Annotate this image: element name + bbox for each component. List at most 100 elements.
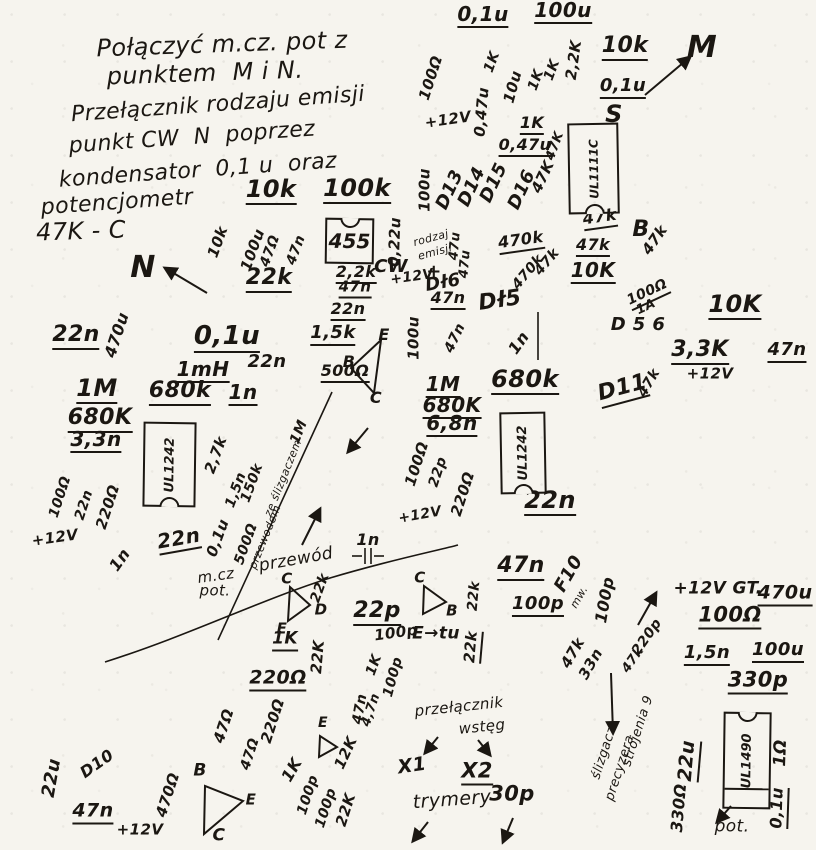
arrow-band-switch: [476, 739, 492, 758]
component-label: 1K: [480, 49, 504, 75]
arrow-trimmer: [500, 817, 515, 845]
component-label: 1n: [356, 530, 380, 549]
component-label: 47n: [430, 290, 466, 310]
component-label: 47n: [338, 279, 372, 299]
ic-label: UL1490: [739, 732, 755, 789]
transistor-pin-label: E: [276, 619, 288, 638]
note-along-wire: przewód: [257, 543, 335, 576]
transistor-pin-label: C: [212, 825, 226, 846]
transistor-pin-label: E: [245, 790, 257, 809]
component-label: CW: [374, 256, 408, 277]
component-label: 100Ω: [698, 604, 762, 630]
component-label: 220Ω: [249, 668, 307, 692]
node-label-m: M: [686, 30, 718, 65]
node-label-n: N: [130, 250, 156, 285]
arrow-trimmer: [411, 821, 429, 844]
component-label: 1K: [272, 630, 298, 652]
note-line: Połączyć m.cz. pot z: [95, 25, 349, 63]
note-trimmers: trymery: [412, 785, 492, 814]
component-label: 1mH: [176, 357, 230, 383]
component-label: 22k: [245, 267, 293, 293]
transistor-pin-label: C: [414, 568, 426, 587]
component-label: 680k: [148, 380, 212, 406]
component-label: 100u: [415, 168, 434, 212]
ic-label: UL1242: [515, 425, 531, 481]
component-label: 1K: [362, 652, 386, 678]
ic-label: UL1111C: [585, 138, 602, 199]
component-label: 0,47u: [470, 86, 493, 138]
component-label: 470Ω: [151, 770, 184, 820]
component-label: 2,7k: [200, 433, 231, 476]
component-label: +12V: [423, 107, 473, 132]
component-label: 470u: [757, 583, 813, 607]
note-along-wire: ze ślizgaczem: [261, 437, 305, 519]
transistor-pin-label: D: [314, 600, 328, 619]
component-label: 47Ω: [209, 706, 238, 746]
component-label: 1K: [540, 57, 564, 83]
transistor-pin-label: B: [446, 601, 458, 620]
arrow-band-switch: [423, 736, 439, 756]
component-label: 1K: [277, 754, 306, 786]
component-label: 0,1u: [599, 77, 647, 99]
component-label: +12V: [116, 820, 164, 839]
component-label: 1n: [504, 327, 534, 358]
component-label: E→tu: [412, 623, 460, 644]
node-label-s: S: [605, 100, 623, 128]
component-label: 1,5n: [683, 644, 731, 666]
ic-notch: [584, 204, 605, 215]
component-label: 500Ω: [320, 363, 370, 383]
component-label: 100Ω: [45, 474, 75, 520]
component-label: 1K: [519, 115, 545, 135]
component-label: 22p: [353, 600, 401, 626]
component-label: 22n: [71, 487, 97, 523]
component-label: B: [632, 217, 650, 242]
transistor-pin-label: E: [378, 325, 390, 344]
component-label: 220Ω: [256, 696, 289, 746]
component-label: 1M: [425, 372, 461, 398]
component-label: +12V GT.: [673, 578, 763, 599]
component-label: 10K: [708, 290, 762, 320]
component-label: 22n: [155, 522, 203, 556]
component-label: 1n: [105, 544, 135, 575]
component-label: 470k: [497, 227, 545, 256]
component-label: 47k: [531, 245, 563, 279]
component-label: 22u: [674, 739, 703, 783]
transistor-pin-label: C: [281, 569, 293, 588]
ic-notch: [513, 484, 534, 495]
component-label: 680K: [422, 393, 482, 419]
node-label-x1: X1: [396, 752, 428, 779]
component-label: 470u: [100, 309, 133, 360]
component-label: 22n: [52, 324, 100, 350]
ic-box: UL1242: [142, 421, 197, 508]
component-label: 47k: [618, 644, 648, 676]
ic-notch: [158, 497, 180, 508]
component-label: +12V: [30, 525, 80, 550]
component-label: 680k: [491, 365, 559, 395]
component-label: 220Ω: [91, 482, 124, 532]
component-label: 3,3n: [70, 427, 122, 453]
component-label: 1M: [286, 417, 312, 447]
ic-box: UL1111C: [567, 122, 620, 215]
node-label-x2: X2: [461, 760, 493, 786]
component-label: 10k: [601, 35, 649, 61]
component-label: 22n: [330, 301, 366, 321]
note-slider: strojenia 9: [619, 693, 657, 769]
component-label: 1Ω: [770, 739, 791, 767]
component-label: +: [426, 261, 442, 282]
arrow-down-left: [346, 427, 369, 455]
component-label: 0,1u: [193, 321, 261, 353]
component-label: 100u: [752, 641, 804, 663]
arrow-to-m: [644, 55, 693, 96]
component-label: 0,1u: [766, 787, 790, 830]
component-label: D 5 6: [610, 314, 666, 335]
component-label: 47n: [767, 341, 807, 363]
component-label: 330Ω: [666, 782, 691, 833]
note-line: 47K - C: [35, 215, 127, 247]
component-label: 47Ω: [237, 736, 263, 772]
component-label: 3,3K: [671, 339, 729, 365]
component-label: 0,1u: [457, 2, 509, 28]
component-label: 22k: [460, 630, 484, 664]
arrow-slider: [605, 672, 621, 736]
ic-box: 455: [324, 217, 375, 265]
